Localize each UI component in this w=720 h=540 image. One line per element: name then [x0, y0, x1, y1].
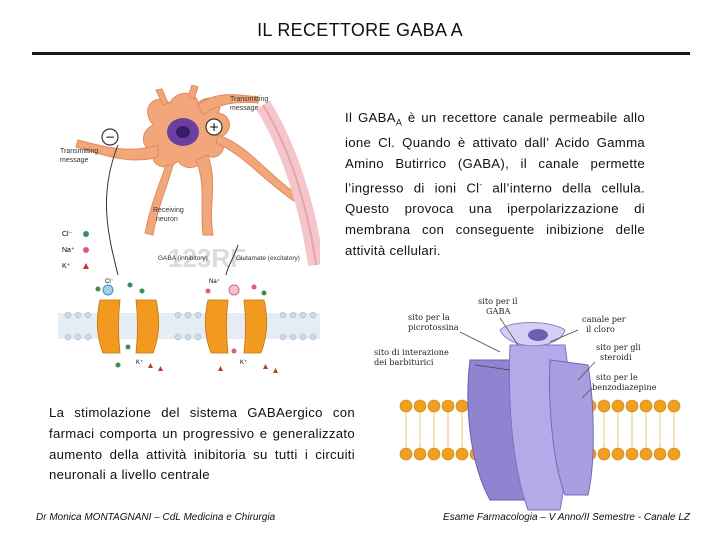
legend-cl: Cl⁻ [62, 231, 73, 238]
footer-author: Dr Monica MONTAGNANI – CdL Medicina e Ch… [36, 512, 275, 523]
gaba-a-receptor-figure: sito per il GABA sito per la picrotossin… [360, 290, 705, 530]
neuron-synapse-figure: Transmitting message Transmitting messag… [58, 85, 320, 375]
site-steroids-line1: sito per gli [596, 342, 641, 352]
site-gaba-line1: sito per il [478, 296, 518, 306]
gaba-inhibitory-label: GABA (inhibitory) [158, 255, 208, 262]
chloride-channel-line2: il cloro [586, 324, 615, 334]
glutamate-ligand-icon [229, 285, 239, 295]
footer-course: Esame Farmacologia – V Anno/II Semestre … [443, 512, 690, 523]
gaba-ligand-icon [103, 285, 113, 295]
title-underline [32, 52, 690, 55]
plus-sign: + [209, 120, 219, 134]
site-gaba-line2: GABA [486, 306, 510, 316]
receptor-protein [468, 323, 593, 511]
na-top-label: Na⁺ [209, 278, 220, 285]
message-label-left: message [60, 157, 89, 164]
neuron-label: neuron [156, 216, 178, 223]
glutamate-excitatory-label: Glutamate (excitatory) [236, 255, 300, 262]
chloride-channel-line1: canale per [582, 314, 626, 324]
site-barbiturates-line2: dei barbiturici [374, 357, 434, 367]
slide-title: IL RECETTORE GABA A [0, 20, 720, 41]
site-benzodiazepines-line2: benzodiazepine [592, 382, 657, 392]
legend-k: K⁺ [62, 263, 71, 270]
para-right-part1: Il GABA [345, 110, 396, 125]
message-label-right: message [230, 105, 259, 112]
site-picrotoxin-line2: picrotossina [408, 322, 459, 332]
transmitting-label-right: Transmitting [230, 96, 268, 103]
receiving-label: Receiving [153, 207, 184, 214]
legend-na: Na⁺ [62, 247, 75, 254]
gabaergic-stimulation-text: La stimolazione del sistema GABAergico c… [49, 403, 355, 486]
gaba-a-description: Il GABAA è un recettore canale permeabil… [345, 108, 645, 262]
site-picrotoxin-line1: sito per la [408, 312, 450, 322]
site-barbiturates-line1: sito di interazione [374, 347, 449, 357]
k-left-label: K⁺ [136, 359, 143, 366]
site-steroids-line2: steroidi [600, 352, 632, 362]
cl-top-label: Cl⁻ [105, 279, 114, 285]
transmitting-label-left: Transmitting [60, 148, 98, 155]
arrow-to-gaba-icon [106, 145, 118, 275]
site-benzodiazepines-line1: sito per le [596, 372, 638, 382]
k-right-label: K⁺ [240, 359, 247, 366]
minus-sign: − [105, 130, 115, 144]
